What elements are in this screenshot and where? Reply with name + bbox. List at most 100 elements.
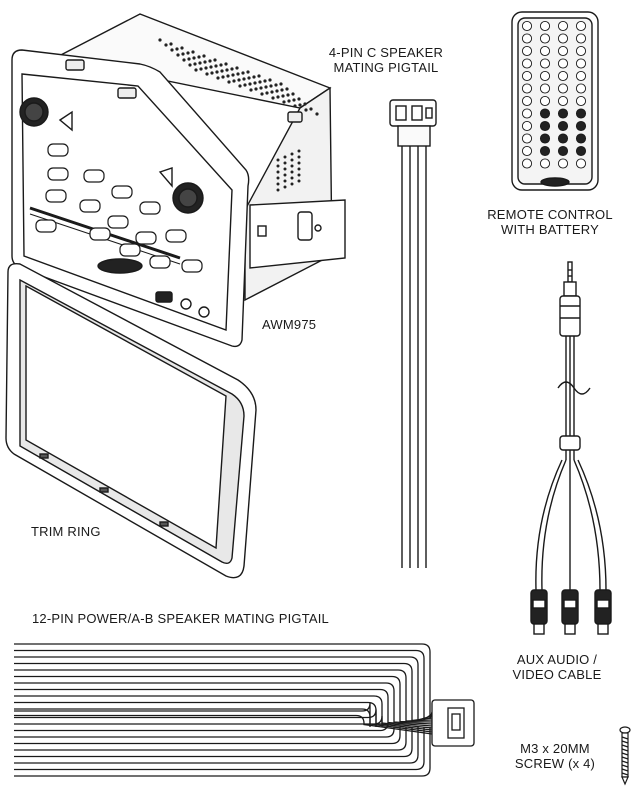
vent-hole [315,112,319,116]
vent-hole [198,61,202,65]
vent-pattern [158,38,319,116]
remote-button [575,145,587,157]
wire [14,714,433,735]
power-pigtail-12pin-illustration [14,643,475,777]
vent-hole [202,54,206,58]
head-unit-button [35,219,57,233]
vent-hole [275,89,279,93]
vent-hole [176,53,180,57]
screw-thread [621,740,629,744]
rca-plug-tip [564,623,576,635]
label-screw: M3 x 20MM SCREW (x 4) [505,741,605,771]
vent-hole [287,99,291,103]
remote-button [521,58,533,69]
head-unit-button [107,215,129,229]
vent-hole [276,188,280,192]
vent-hole [297,173,301,177]
remote-button [557,133,569,144]
trim-ring-illustration [5,262,257,579]
vent-hole [283,167,287,171]
vent-hole [238,84,242,88]
remote-button [557,20,569,32]
remote-button [575,95,587,107]
vent-hole [265,91,269,95]
remote-button [575,158,587,169]
remote-button [575,120,587,132]
vent-hole [187,57,191,61]
vent-hole [220,69,224,73]
label-power-pigtail-12pin: 12-PIN POWER/A-B SPEAKER MATING PIGTAIL [32,611,329,626]
vent-hole [259,86,263,90]
vent-hole [276,95,280,99]
vent-hole [298,103,302,107]
remote-button [575,58,587,69]
vent-hole [297,149,301,153]
vent-hole [290,176,294,180]
vent-hole [260,92,264,96]
wire [14,682,433,725]
remote-button [539,70,551,82]
remote-button [539,95,551,107]
screw-thread [621,736,629,740]
vent-hole [276,170,280,174]
head-unit-button [135,231,157,245]
wire [14,669,433,722]
head-unit-button [79,199,101,213]
label-line: WITH BATTERY [501,222,599,237]
vent-hole [276,182,280,186]
remote-button [539,158,551,169]
wire [14,649,433,721]
vent-hole [268,78,272,82]
remote-button [521,70,533,82]
wire [14,702,371,727]
vent-hole [170,48,174,52]
vent-hole [285,87,289,91]
remote-button [539,133,551,144]
wire [14,695,433,729]
wire [14,662,433,722]
vent-hole [186,51,190,55]
vent-hole [182,58,186,62]
vent-hole [290,182,294,186]
wire [14,727,407,751]
vent-hole [216,76,220,80]
remote-button [557,58,569,69]
vent-hole [205,72,209,76]
wire [14,656,433,721]
vent-hole [241,71,245,75]
vent-hole [269,84,273,88]
wire [14,727,431,777]
m3-screw-illustration [619,726,631,786]
remote-button [521,158,533,169]
vent-hole [242,77,246,81]
vent-hole [271,96,275,100]
remote-button [521,95,533,107]
rca-plug-band [563,599,577,609]
vent-hole [215,70,219,74]
wire [14,727,425,771]
vent-hole [204,66,208,70]
vent-hole [290,170,294,174]
screw-thread [621,764,629,768]
remote-button [557,33,569,44]
wire [14,727,401,745]
vent-hole [280,88,284,92]
screw-thread [621,744,629,748]
vent-hole [279,82,283,86]
label-line: VIDEO CABLE [512,667,602,682]
label-line: AUX AUDIO / [516,652,598,667]
vent-hole [283,179,287,183]
screw-thread [621,756,629,760]
vent-hole [225,68,229,72]
vent-hole [257,74,261,78]
remote-control-illustration [511,11,599,191]
remote-button [521,108,533,119]
vent-hole [290,158,294,162]
remote-button [539,58,551,69]
remote-button [575,20,587,32]
remote-button [539,33,551,44]
remote-button [575,83,587,94]
aux-av-cable-illustration [530,261,612,635]
remote-button [539,120,551,132]
